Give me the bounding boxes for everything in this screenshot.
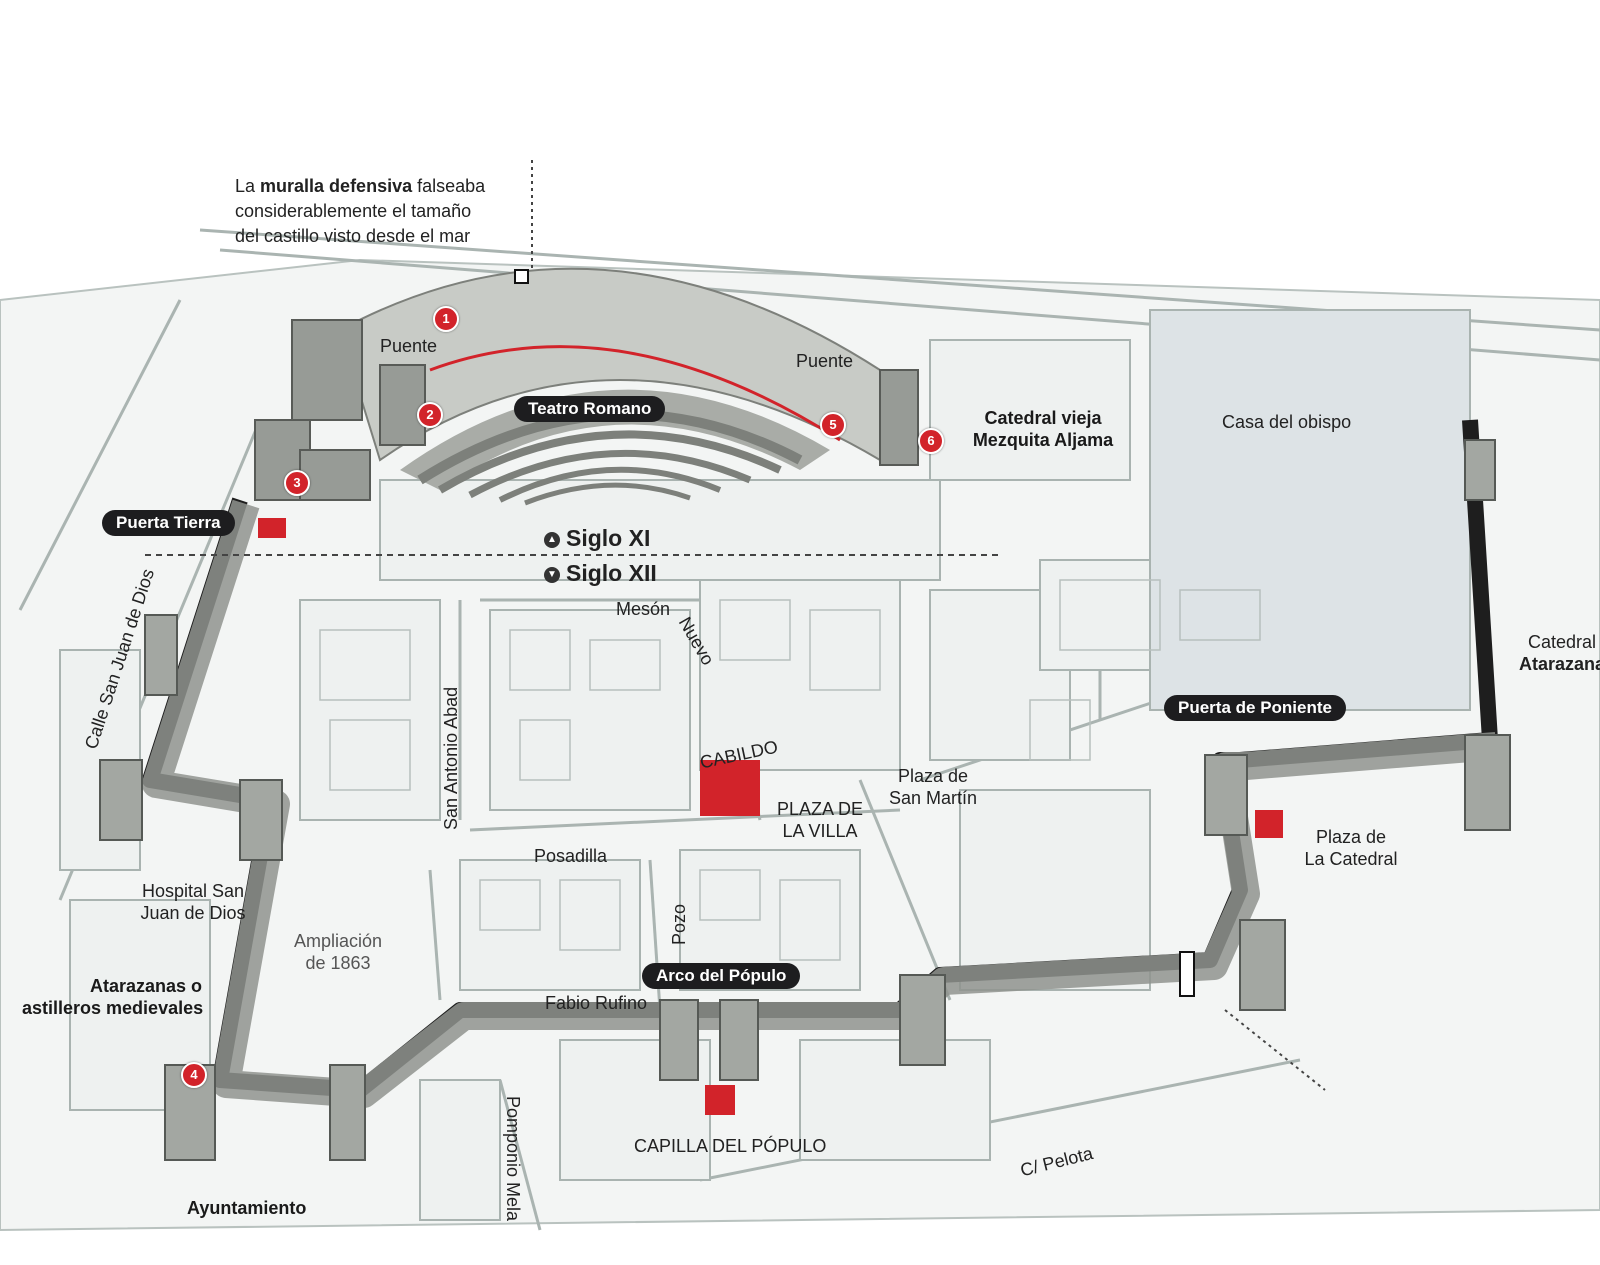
- plaza-villa-2: LA VILLA: [782, 821, 858, 841]
- ampliacion-1: Ampliación: [293, 931, 383, 951]
- label-ampliacion: Ampliación de 1863: [288, 930, 388, 974]
- annotation-prefix: La: [235, 176, 261, 196]
- label-puente-left: Puente: [380, 336, 438, 356]
- label-puente-right: Puente: [796, 351, 854, 371]
- city-blocks: [59, 309, 1471, 1221]
- annotation: La muralla defensiva falseaba considerab…: [235, 174, 485, 249]
- catedral-text: Catedral: [1527, 632, 1597, 652]
- plaza-catedral-1: Plaza de: [1315, 827, 1387, 847]
- label-puerta-tierra[interactable]: Puerta Tierra: [102, 510, 235, 536]
- plaza-villa-1: PLAZA DE: [776, 799, 864, 819]
- hospital-2: Juan de Dios: [140, 903, 246, 923]
- marker-3[interactable]: 3: [284, 470, 310, 496]
- mezquita-text: Mezquita Aljama: [972, 430, 1114, 450]
- siglo-xii-text: Siglo XII: [566, 560, 657, 586]
- arrow-down-icon: ▼: [544, 566, 560, 583]
- castle: [254, 319, 919, 501]
- label-arco-populo[interactable]: Arco del Pópulo: [642, 963, 801, 989]
- label-plaza-villa: PLAZA DE LA VILLA: [770, 798, 870, 842]
- label-plaza-san-martin: Plaza de San Martín: [878, 765, 988, 809]
- highlights: [258, 518, 1283, 1115]
- ampliacion-2: de 1863: [305, 953, 371, 973]
- annotation-rest: falseaba: [412, 176, 486, 196]
- siglo-xi-text: Siglo XI: [566, 525, 651, 551]
- label-plaza-catedral: Plaza de La Catedral: [1296, 826, 1406, 870]
- plaza-catedral-2: La Catedral: [1304, 849, 1398, 869]
- marker-6[interactable]: 6: [918, 428, 944, 454]
- marker-2[interactable]: 2: [417, 402, 443, 428]
- label-capilla-populo: CAPILLA DEL PÓPULO: [634, 1136, 827, 1156]
- label-meson: Mesón: [616, 599, 671, 619]
- annotation-line2: considerablemente el tamaño: [235, 201, 472, 221]
- plaza-san-martin-1: Plaza de: [897, 766, 969, 786]
- label-hospital: Hospital San Juan de Dios: [128, 880, 258, 924]
- marker-1[interactable]: 1: [433, 306, 459, 332]
- marker-5[interactable]: 5: [820, 412, 846, 438]
- atarazanas-2: astilleros medievales: [22, 998, 204, 1018]
- block-detail: [319, 579, 1261, 961]
- label-siglo-xi: ▲ Siglo XI: [544, 525, 650, 551]
- label-casa-obispo: Casa del obispo: [1222, 412, 1352, 432]
- label-fabio-rufino: Fabio Rufino: [545, 993, 648, 1013]
- label-ayuntamiento: Ayuntamiento: [187, 1198, 307, 1218]
- label-catedral: Catedral Atarazana: [1512, 631, 1600, 675]
- label-teatro-romano[interactable]: Teatro Romano: [514, 396, 666, 422]
- label-posadilla: Posadilla: [534, 846, 608, 866]
- label-pomponio-mela: Pomponio Mela: [503, 1096, 523, 1222]
- annotation-bold: muralla defensiva: [260, 176, 413, 196]
- catedral-vieja-text: Catedral vieja: [984, 408, 1102, 428]
- label-catedral-vieja: Catedral vieja Mezquita Aljama: [968, 407, 1118, 451]
- label-san-antonio: San Antonio Abad: [441, 686, 461, 830]
- gate-leader: [1224, 1009, 1326, 1091]
- arrow-up-icon: ▲: [544, 531, 560, 548]
- marker-4[interactable]: 4: [181, 1062, 207, 1088]
- label-puerta-poniente[interactable]: Puerta de Poniente: [1164, 695, 1346, 721]
- atarazana-text: Atarazana: [1518, 654, 1600, 674]
- annotation-line3: del castillo visto desde el mar: [235, 226, 471, 246]
- hospital-1: Hospital San: [141, 881, 245, 901]
- label-atarazanas: Atarazanas o astilleros medievales: [22, 975, 204, 1019]
- atarazanas-1: Atarazanas o: [89, 976, 202, 996]
- wall-towers: [99, 439, 1511, 1161]
- label-siglo-xii: ▼ Siglo XII: [544, 560, 657, 586]
- plaza-san-martin-2: San Martín: [888, 788, 978, 808]
- label-pozo: Pozo: [669, 903, 689, 945]
